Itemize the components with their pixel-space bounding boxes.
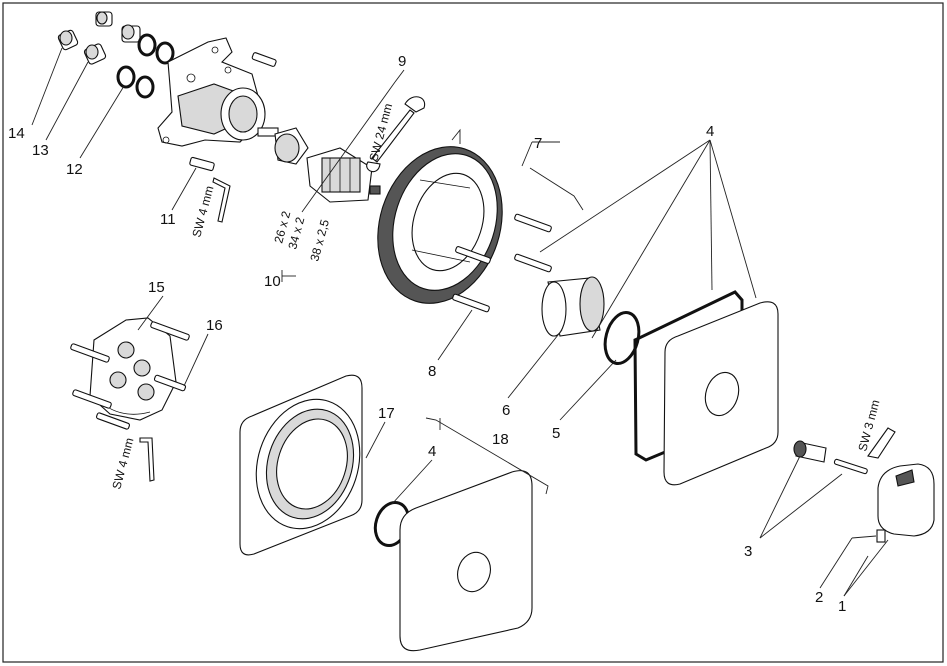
- label-3: 3: [744, 543, 752, 560]
- assembly-15: [89, 317, 177, 421]
- label-12: 12: [66, 161, 83, 178]
- label-18: 18: [492, 431, 509, 448]
- label-4b: 4: [428, 443, 436, 460]
- leader-lines: [31, 47, 889, 597]
- rosette-18: [399, 470, 533, 652]
- dim-sw4-top: SW 4 mm: [189, 184, 216, 239]
- hex-key-4mm-a: [212, 177, 231, 223]
- label-10: 10: [264, 273, 281, 290]
- fitting-top-a: [95, 11, 113, 27]
- extension-sleeve-6: [541, 276, 605, 337]
- label-9: 9: [398, 53, 406, 70]
- label-5: 5: [552, 425, 560, 442]
- o-rings-12: [116, 33, 175, 99]
- label-17: 17: [378, 405, 395, 422]
- rosette-square: [663, 301, 779, 486]
- pin-2: [876, 529, 886, 543]
- bolt-connector: [257, 127, 279, 137]
- mounting-frame-17: [239, 374, 363, 556]
- hex-key-4mm-b: [139, 437, 155, 482]
- dim-sw24: SW 24 mm: [366, 102, 395, 163]
- label-14: 14: [8, 125, 25, 142]
- handle-1: [877, 463, 935, 537]
- screws-16: [70, 321, 190, 430]
- label-4a: 4: [706, 123, 714, 140]
- screw-top: [251, 52, 277, 67]
- spindle-3: [793, 440, 827, 463]
- label-15: 15: [148, 279, 165, 296]
- fitting-14: [57, 29, 79, 51]
- label-6: 6: [502, 402, 510, 419]
- screw-11: [189, 156, 215, 172]
- sleeve: [274, 127, 309, 165]
- fitting-top-b: [121, 24, 141, 43]
- hex-key-3mm: [867, 427, 896, 459]
- label-8: 8: [428, 363, 436, 380]
- fitting-13: [83, 43, 107, 65]
- dim-oring-38: 38 x 2,5: [307, 218, 332, 263]
- label-16: 16: [206, 317, 223, 334]
- o-ring-5: [603, 311, 641, 365]
- screws-7: [452, 213, 552, 313]
- wrench-24mm: [366, 96, 426, 173]
- label-1: 1: [838, 598, 846, 615]
- label-13: 13: [32, 142, 49, 159]
- screw-3: [833, 458, 868, 475]
- label-11: 11: [160, 211, 176, 228]
- mixer-body: [157, 37, 266, 147]
- label-2: 2: [815, 589, 823, 606]
- label-7: 7: [534, 135, 542, 152]
- dim-sw4-bottom: SW 4 mm: [109, 436, 136, 491]
- mounting-plate-7: [377, 146, 503, 304]
